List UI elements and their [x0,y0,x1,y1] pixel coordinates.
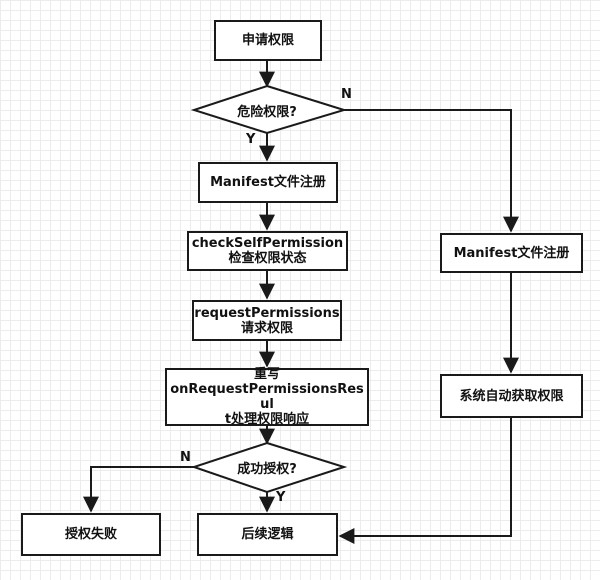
node-apply-permission: 申请权限 [214,20,322,61]
node-auth-failed: 授权失败 [21,513,161,556]
request-line-1: requestPermissions [194,305,340,321]
decision-granted-label: 成功授权? [237,461,297,477]
node-request-permissions: requestPermissions 请求权限 [192,300,342,341]
override-line-3: t处理权限响应 [224,412,310,427]
node-check-self-permission: checkSelfPermission 检查权限状态 [187,231,348,271]
edge-label-dangerous-yes: Y [246,132,256,147]
arrow-auto-to-followup [338,418,512,544]
edge-label-dangerous-no: N [341,87,352,102]
node-manifest-register-right: Manifest文件注册 [440,233,583,273]
request-line-2: 请求权限 [240,320,293,336]
check-line-2: 检查权限状态 [228,251,307,266]
node-system-auto-grant: 系统自动获取权限 [440,374,583,418]
edge-label-granted-yes: Y [276,490,286,505]
override-line-1: 重写 [253,367,280,382]
override-line-2: onRequestPermissionsResul [170,382,364,412]
decision-dangerous-label: 危险权限? [237,104,297,120]
edge-label-granted-no: N [180,450,191,465]
node-override-result-handler: 重写 onRequestPermissionsResul t处理权限响应 [165,367,369,427]
decision-dangerous-shape [190,84,348,135]
decision-granted-shape [190,441,348,494]
arrow-granted-no-to-fail [83,466,194,513]
node-manifest-register-left: Manifest文件注册 [198,162,338,203]
arrow-decision-no-to-manifest-right [344,109,519,233]
node-followup-logic: 后续逻辑 [197,513,338,556]
check-line-1: checkSelfPermission [191,236,344,251]
